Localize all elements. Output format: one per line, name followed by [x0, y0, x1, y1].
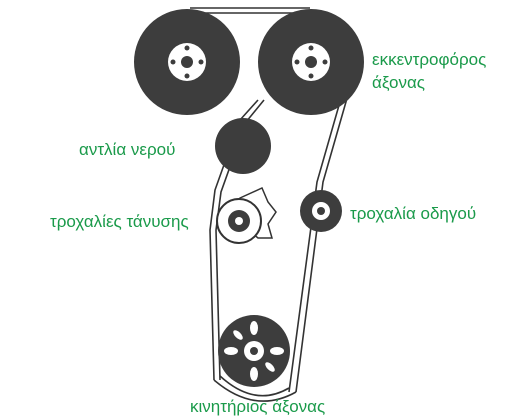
- label-water-pump: αντλία νερού: [79, 140, 176, 159]
- label-camshaft-line2: άξονας: [372, 73, 425, 92]
- guide-pulley: [300, 190, 342, 232]
- belt-bottom-inner: [219, 375, 290, 397]
- label-crankshaft: κινητήριος άξονας: [190, 397, 326, 416]
- camshaft-pulley-left: [134, 9, 240, 115]
- water-pump-pulley: [215, 118, 271, 174]
- belt-bottom-outer: [213, 379, 297, 402]
- camshaft-pulley-right: [258, 9, 364, 115]
- belt-left-inner: [215, 99, 265, 381]
- crankshaft-pulley: [218, 315, 290, 387]
- label-tensioner-pulleys: τροχαλίες τάνυσης: [50, 212, 189, 231]
- tensioner-pulley: [216, 187, 277, 244]
- belt-left-outer: [209, 99, 259, 381]
- label-guide-pulley: τροχαλία οδηγού: [350, 204, 477, 223]
- label-camshaft-line1: εκκεντροφόρος: [372, 50, 487, 69]
